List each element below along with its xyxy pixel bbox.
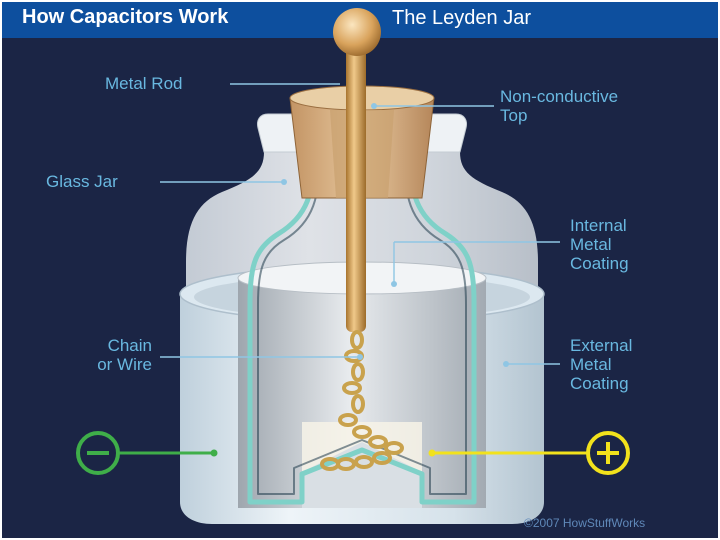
page-title: How Capacitors Work xyxy=(22,6,229,28)
label-line: Internal xyxy=(570,216,627,235)
rod-ball-knob xyxy=(333,8,381,56)
label-chain-or-wire: Chain or Wire xyxy=(70,336,152,374)
label-line: Metal xyxy=(570,235,612,254)
label-line: Metal xyxy=(570,355,612,374)
label-line: Top xyxy=(500,106,528,125)
page-subtitle: The Leyden Jar xyxy=(392,7,531,29)
label-glass-jar: Glass Jar xyxy=(46,172,118,191)
label-metal-rod: Metal Rod xyxy=(105,74,183,93)
label-external-metal-coating: External Metal Coating xyxy=(570,336,632,393)
label-line: Non-conductive xyxy=(500,87,619,106)
copyright-credit: ©2007 HowStuffWorks xyxy=(524,516,646,530)
label-non-conductive-top: Non-conductive Top xyxy=(500,87,618,125)
chain xyxy=(320,330,404,471)
glass-wall-section xyxy=(247,151,477,505)
label-line: Coating xyxy=(570,254,629,273)
label-internal-metal-coating: Internal Metal Coating xyxy=(570,216,629,273)
label-line: External xyxy=(570,336,633,355)
internal-metal-coating xyxy=(238,278,486,508)
label-line: Coating xyxy=(570,374,629,393)
label-line: Chain xyxy=(107,336,152,355)
label-line: or Wire xyxy=(97,355,152,374)
metal-rod xyxy=(346,42,366,332)
